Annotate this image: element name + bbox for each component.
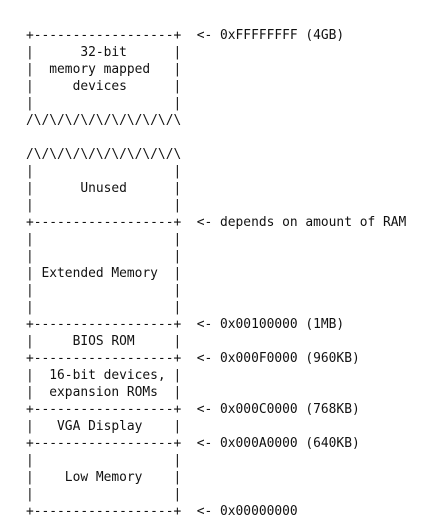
diagram-line-09: | |	[26, 164, 182, 179]
diagram-line-21: | 16-bit devices, |	[26, 368, 182, 383]
diagram-line-27: | Low Memory |	[26, 470, 182, 485]
diagram-line-17: | |	[26, 300, 182, 315]
diagram-line-04: | devices |	[26, 79, 182, 94]
diagram-line-23: +------------------+ <- 0x000C0000 (768K…	[26, 402, 360, 417]
diagram-line-20: +------------------+ <- 0x000F0000 (960K…	[26, 351, 360, 366]
diagram-line-29: +------------------+ <- 0x00000000	[26, 504, 298, 519]
diagram-line-07	[26, 129, 406, 146]
diagram-line-14: | |	[26, 249, 182, 264]
diagram-line-26: | |	[26, 453, 182, 468]
diagram-line-11: | |	[26, 198, 182, 213]
diagram-line-28: | |	[26, 487, 182, 502]
diagram-line-25: +------------------+ <- 0x000A0000 (640K…	[26, 436, 360, 451]
diagram-line-01: +------------------+ <- 0xFFFFFFFF (4GB)	[26, 28, 345, 43]
diagram-line-22: | expansion ROMs |	[26, 385, 182, 400]
diagram-line-08: /\/\/\/\/\/\/\/\/\/\	[26, 147, 182, 162]
diagram-line-06: /\/\/\/\/\/\/\/\/\/\	[26, 113, 182, 128]
diagram-line-02: | 32-bit |	[26, 45, 182, 60]
diagram-line-13: | |	[26, 232, 182, 247]
diagram-line-18: +------------------+ <- 0x00100000 (1MB)	[26, 317, 345, 332]
diagram-line-10: | Unused |	[26, 181, 182, 196]
diagram-line-24: | VGA Display |	[26, 419, 182, 434]
memory-map-diagram: +------------------+ <- 0xFFFFFFFF (4GB)…	[26, 27, 406, 520]
diagram-line-05: | |	[26, 96, 182, 111]
diagram-line-16: | |	[26, 283, 182, 298]
diagram-line-15: | Extended Memory |	[26, 266, 182, 281]
diagram-line-19: | BIOS ROM |	[26, 334, 182, 349]
diagram-line-03: | memory mapped |	[26, 62, 182, 77]
diagram-line-12: +------------------+ <- depends on amoun…	[26, 215, 407, 230]
